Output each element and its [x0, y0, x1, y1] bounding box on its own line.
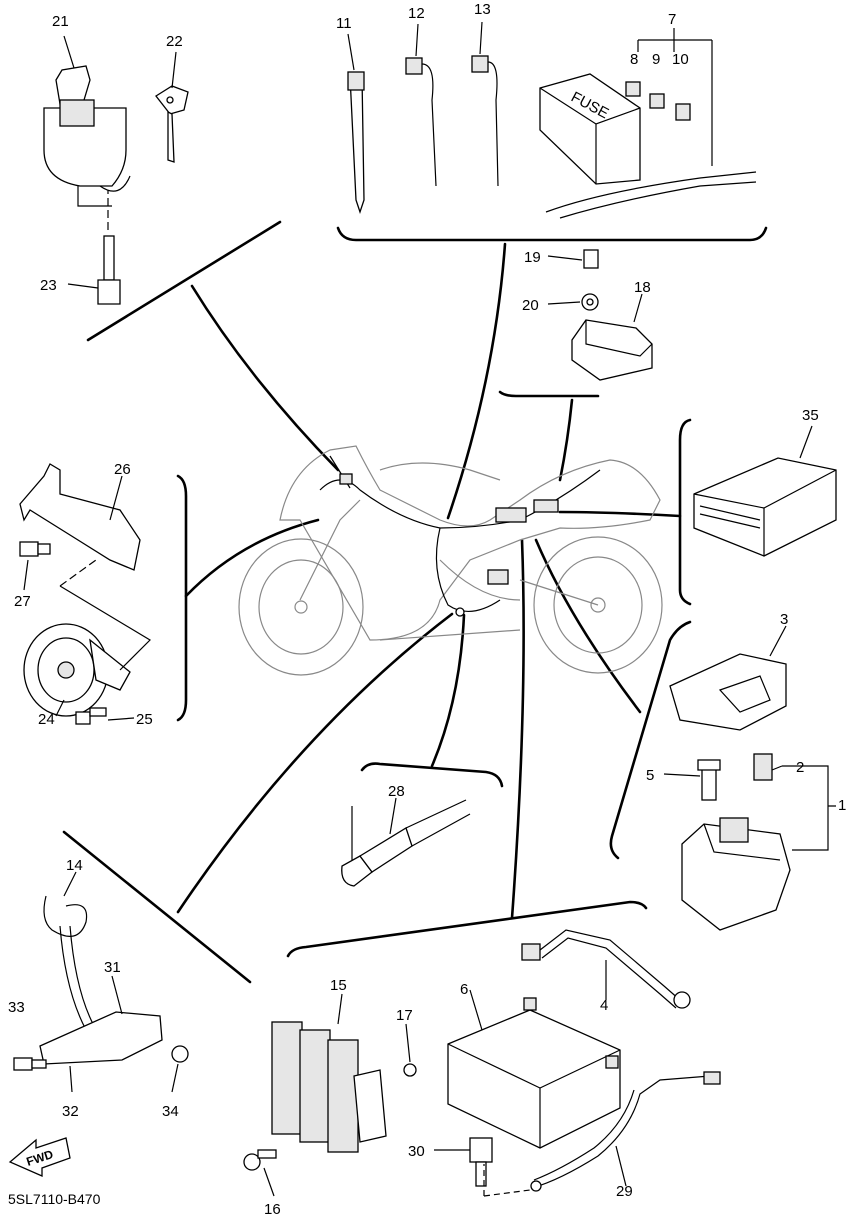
part-label-17: 17	[396, 1007, 413, 1024]
part-label-34: 34	[162, 1103, 179, 1120]
part-label-13: 13	[474, 1, 491, 18]
part-label-26: 26	[114, 461, 131, 478]
bolt-16-icon	[243, 1149, 277, 1171]
fuse-9-icon	[649, 93, 665, 109]
bolt-30-icon	[469, 1137, 493, 1187]
part-label-4: 4	[600, 997, 608, 1014]
bolt-23-icon	[97, 235, 121, 305]
forward-arrow: FWD	[8, 1137, 71, 1177]
bracket-26-icon	[19, 463, 141, 571]
horn-24-icon	[23, 623, 131, 717]
part-label-28: 28	[388, 783, 405, 800]
bolt-25-icon	[75, 707, 107, 725]
part-label-16: 16	[264, 1201, 281, 1218]
group-brackets	[62, 220, 768, 984]
part-label-30: 30	[408, 1143, 425, 1160]
part-label-19: 19	[524, 249, 541, 266]
nut-34-icon	[171, 1045, 189, 1063]
relay-group	[547, 249, 653, 381]
fuse-8-icon	[625, 81, 641, 97]
cable-tie-11-icon	[347, 71, 365, 215]
part-label-25: 25	[136, 711, 153, 728]
part-label-6: 6	[460, 981, 468, 998]
rectifier-15-icon	[271, 1021, 387, 1153]
cover-3-icon	[669, 653, 787, 731]
washer-20-icon	[581, 293, 599, 311]
part-label-33: 33	[8, 999, 25, 1016]
part-label-22: 22	[166, 33, 183, 50]
part-label-31: 31	[104, 959, 121, 976]
part-label-12: 12	[408, 5, 425, 22]
part-label-11: 11	[336, 15, 352, 32]
main-switch-group	[43, 35, 189, 305]
key-icon	[155, 85, 189, 163]
part-label-32: 32	[62, 1103, 79, 1120]
cable-4-icon	[521, 929, 691, 1009]
bolt-27-icon	[19, 541, 51, 557]
motorcycle-outline	[238, 445, 663, 676]
bolt-5-icon	[697, 759, 721, 801]
part-label-5: 5	[646, 767, 654, 784]
ecu-group	[693, 425, 837, 557]
cable-29-icon	[530, 1071, 721, 1192]
fuse-10-icon	[675, 103, 691, 121]
part-label-3: 3	[780, 611, 788, 628]
screw-33-icon	[13, 1057, 47, 1071]
part-label-8: 8	[630, 51, 638, 68]
part-label-21: 21	[52, 13, 69, 30]
band-12-icon	[405, 57, 437, 187]
part-label-7: 7	[668, 11, 676, 28]
bracket-31-icon	[39, 1011, 163, 1065]
lead-14-icon	[43, 895, 101, 1041]
part-label-14: 14	[66, 857, 83, 874]
band-13-icon	[471, 55, 499, 187]
fuse-box-icon: FUSE	[539, 73, 757, 219]
part-label-23: 23	[40, 277, 57, 294]
part-label-18: 18	[634, 279, 651, 296]
part-label-29: 29	[616, 1183, 633, 1200]
part-label-20: 20	[522, 297, 539, 314]
bolt-19-icon	[583, 249, 599, 269]
diagram-code: 5SL7110-B470	[8, 1191, 101, 1207]
part-label-9: 9	[652, 51, 660, 68]
relay-1-icon	[681, 817, 791, 931]
part-label-1: 1	[838, 797, 846, 814]
fuse-2-icon	[753, 753, 773, 781]
ties-fuse-group: FUSE	[347, 21, 757, 219]
part-label-24: 24	[38, 711, 55, 728]
part-label-27: 27	[14, 593, 31, 610]
horn-group	[19, 463, 151, 725]
part-label-15: 15	[330, 977, 347, 994]
part-labels: 21 22 23 11 12 13 7 8 9 10 19 20 18 35 2…	[8, 1, 846, 1218]
battery-6-icon	[447, 997, 621, 1149]
leader-lines	[176, 242, 682, 920]
battery-group	[243, 929, 721, 1197]
part-label-2: 2	[796, 759, 804, 776]
relay-18-icon	[571, 319, 653, 381]
main-switch-icon	[43, 65, 131, 207]
washer-17-icon	[403, 1063, 417, 1077]
part-label-10: 10	[672, 51, 689, 68]
sensor-group	[341, 797, 471, 887]
sensor-28-icon	[341, 799, 471, 887]
ecu-35-icon	[693, 457, 837, 557]
sensor-lead-group	[13, 871, 189, 1093]
starter-relay-group	[663, 625, 836, 931]
part-label-35: 35	[802, 407, 819, 424]
